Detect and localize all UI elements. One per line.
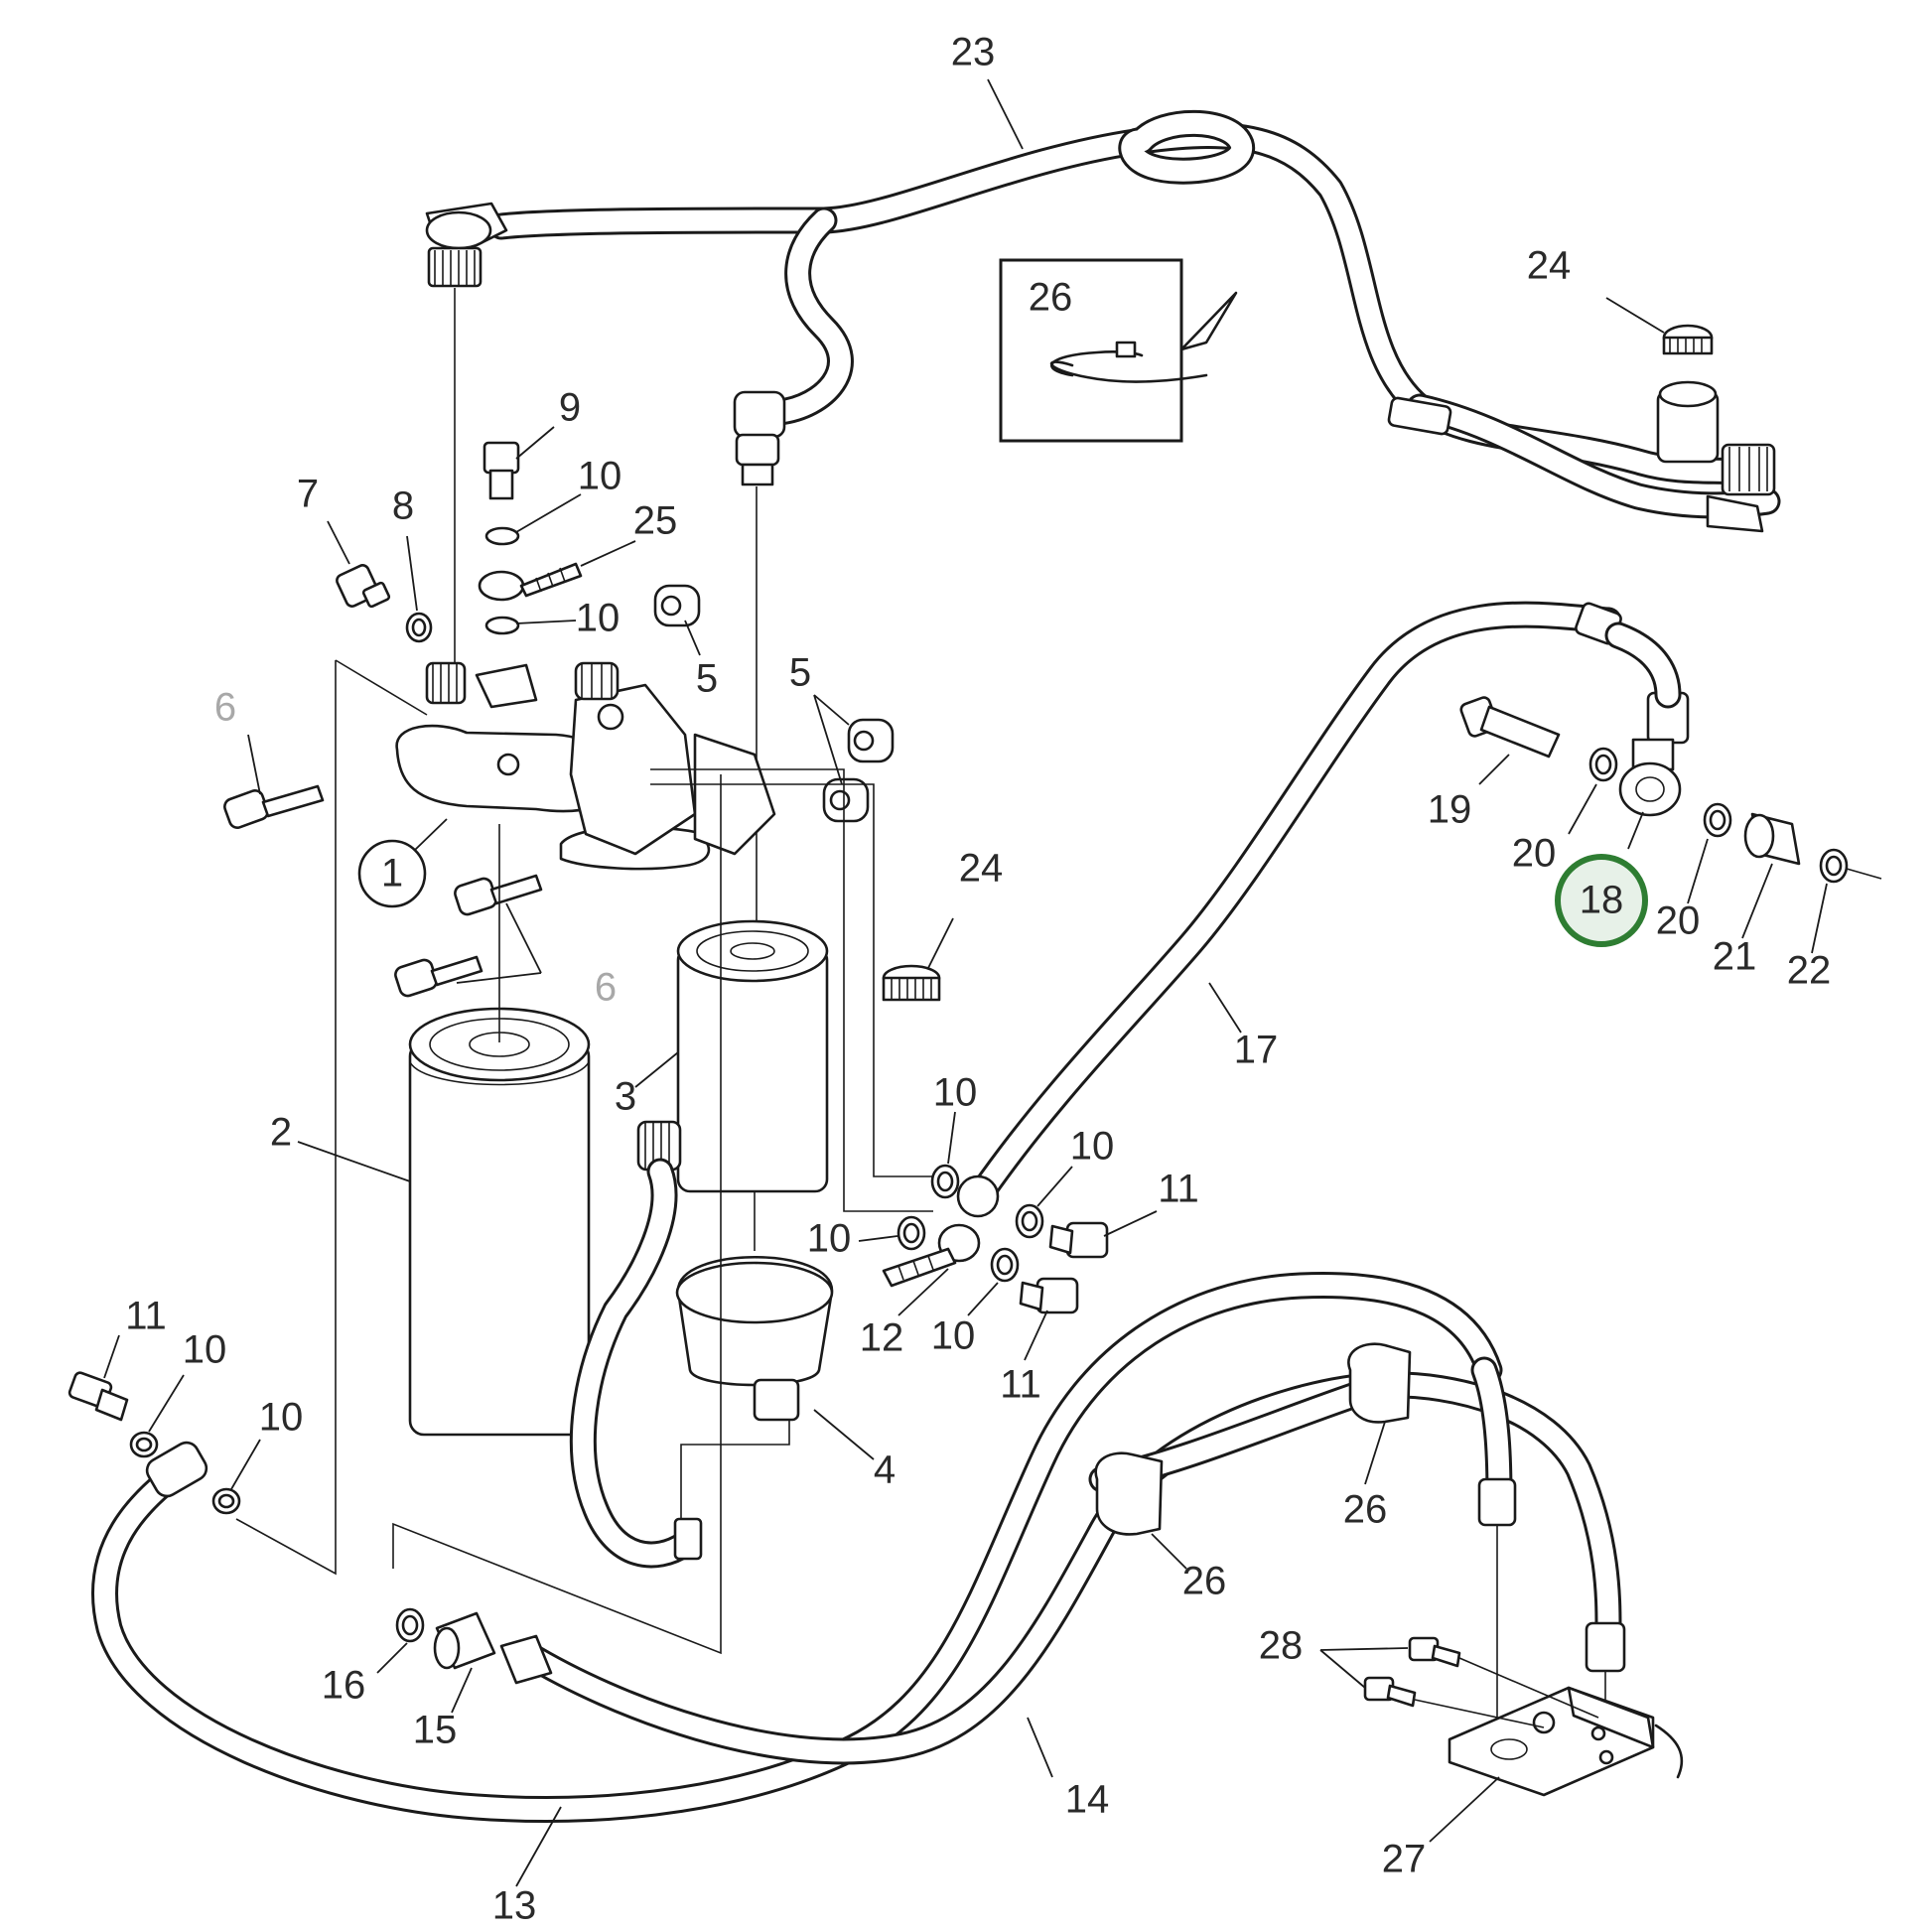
plug-7 xyxy=(327,520,391,609)
quick-connector-center xyxy=(733,390,786,983)
fittings-right-hose-23 xyxy=(1387,380,1776,533)
callout-label-20: 20 xyxy=(1656,899,1701,943)
hose-13-left-end xyxy=(68,1334,261,1515)
washer-22 xyxy=(1811,848,1882,954)
callout-label-22: 22 xyxy=(1787,949,1832,993)
guide-lines xyxy=(235,659,756,1576)
callout-label-10: 10 xyxy=(931,1314,976,1358)
leader-23 xyxy=(987,78,1024,150)
callout-label-27: 27 xyxy=(1382,1838,1427,1881)
washer-10-upper xyxy=(484,493,582,546)
washer-8 xyxy=(405,535,433,643)
cap-24-top xyxy=(1605,297,1714,355)
fitting-15 xyxy=(433,1611,553,1714)
callout-label-11: 11 xyxy=(1158,1168,1199,1211)
callout-label-25: 25 xyxy=(633,499,678,543)
callout-1-text: 1 xyxy=(381,852,403,896)
banjo-18 xyxy=(1618,738,1682,850)
callout-label-10: 10 xyxy=(1070,1125,1115,1169)
callout-label-26: 26 xyxy=(1343,1488,1388,1532)
callout-label-20: 20 xyxy=(1512,832,1557,876)
callout-label-7: 7 xyxy=(297,473,319,516)
callout-label-24: 24 xyxy=(1527,244,1572,288)
callout-label-15: 15 xyxy=(413,1709,458,1752)
callout-label-6: 6 xyxy=(214,686,236,730)
hose-17 xyxy=(969,601,1690,1205)
callout-label-10: 10 xyxy=(578,455,622,498)
callout-label-28: 28 xyxy=(1259,1624,1304,1668)
banjo-assembly-center xyxy=(650,768,1158,1361)
callout-label-9: 9 xyxy=(559,386,581,430)
callout-label-4: 4 xyxy=(874,1449,896,1492)
water-separator-4 xyxy=(675,1255,875,1460)
banjo-25 xyxy=(478,540,636,602)
inset-cable-tie xyxy=(999,258,1238,443)
callout-18-text: 18 xyxy=(1580,879,1624,922)
plug-5-b xyxy=(813,694,895,823)
hose-ends-lower-right xyxy=(1477,1477,1626,1727)
screw-6-left xyxy=(223,734,325,829)
filter-head-1 xyxy=(395,661,776,871)
callout-1: 1 xyxy=(357,818,448,908)
callout-label-21: 21 xyxy=(1713,935,1757,979)
bolts-28 xyxy=(1319,1636,1599,1728)
callout-label-10: 10 xyxy=(807,1217,852,1261)
callout-label-5: 5 xyxy=(696,657,718,701)
callout-18-circle xyxy=(1555,854,1648,947)
clamp-26-right xyxy=(1347,1342,1412,1485)
callout-label-14: 14 xyxy=(1065,1778,1110,1822)
callout-label-26: 26 xyxy=(1182,1560,1227,1603)
callout-label-13: 13 xyxy=(492,1884,537,1928)
callout-label-24: 24 xyxy=(959,847,1004,891)
plug-5-a xyxy=(653,584,701,656)
callout-label-12: 12 xyxy=(860,1316,904,1360)
washer-20-left xyxy=(1568,747,1618,835)
callout-label-11: 11 xyxy=(125,1295,167,1338)
bolt-9 xyxy=(483,426,555,500)
clamp-26-left xyxy=(1094,1451,1187,1570)
callout-label-8: 8 xyxy=(392,484,414,528)
callout-label-16: 16 xyxy=(322,1664,366,1708)
bracket-27 xyxy=(1429,1686,1684,1843)
callout-label-26: 26 xyxy=(1029,276,1073,320)
washer-10-lower xyxy=(484,616,577,635)
bolt-19 xyxy=(1459,696,1561,785)
callout-label-10: 10 xyxy=(576,597,621,640)
callout-label-19: 19 xyxy=(1428,788,1472,832)
fuel-filter-2 xyxy=(297,1007,591,1437)
callout-label-3: 3 xyxy=(615,1075,636,1119)
callout-label-6: 6 xyxy=(595,966,617,1010)
callout-label-17: 17 xyxy=(1234,1029,1279,1072)
callout-label-10: 10 xyxy=(933,1071,978,1115)
hose-23 xyxy=(487,109,1781,519)
filter-drain-hose xyxy=(392,774,790,1655)
washer-20-right xyxy=(1687,802,1732,904)
callout-label-5: 5 xyxy=(789,651,811,695)
callout-label-10: 10 xyxy=(183,1328,227,1372)
washer-16 xyxy=(376,1607,425,1674)
cap-24-middle xyxy=(882,917,954,1002)
callout-label-23: 23 xyxy=(951,31,996,74)
screw-6-right xyxy=(394,874,543,998)
callout-18-highlight: 18 xyxy=(1555,854,1648,947)
fuel-filter-3 xyxy=(634,919,829,1193)
fitting-21 xyxy=(1741,812,1801,939)
callout-label-11: 11 xyxy=(1000,1363,1041,1407)
elbow-connector-top-left xyxy=(425,202,508,685)
callout-label-10: 10 xyxy=(259,1396,304,1440)
callout-label-2: 2 xyxy=(270,1111,292,1155)
